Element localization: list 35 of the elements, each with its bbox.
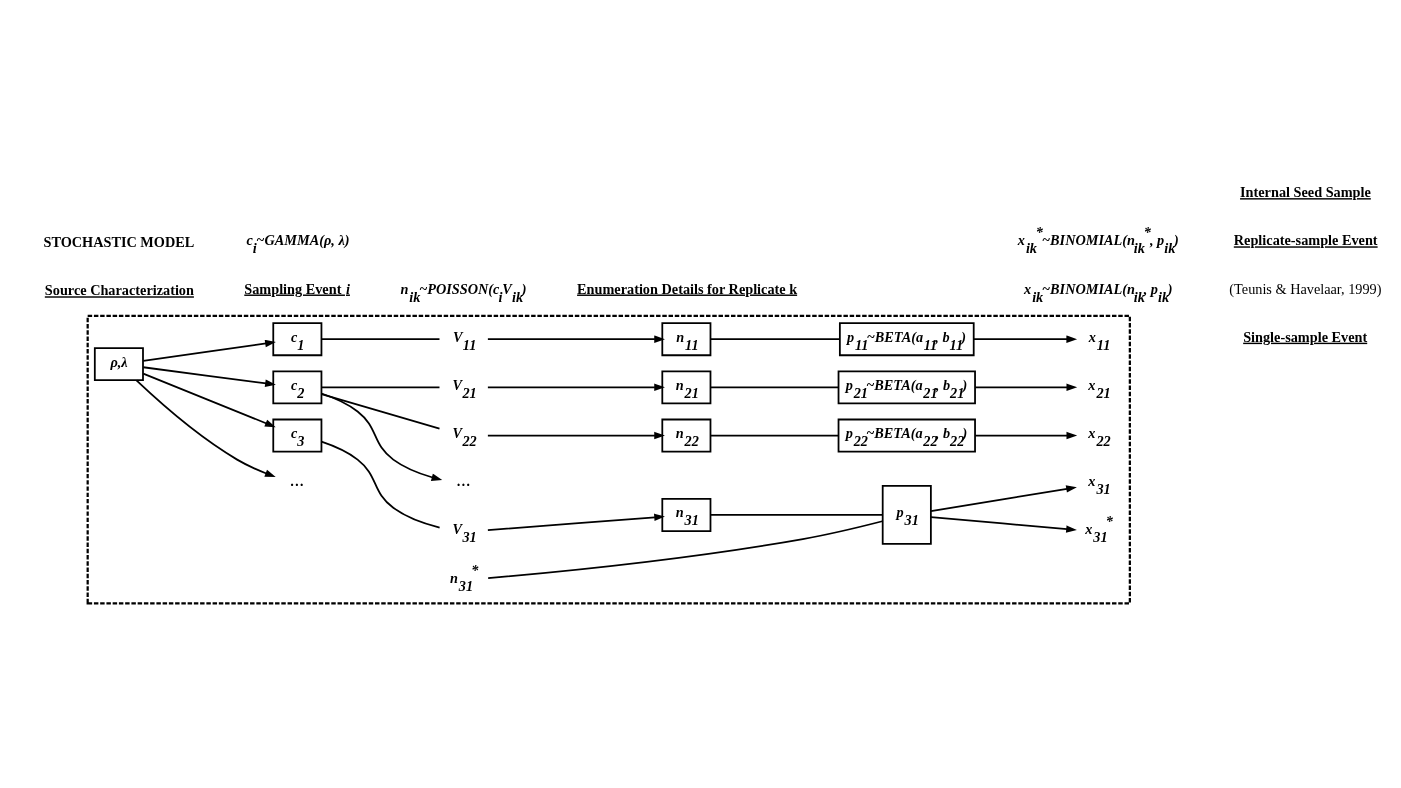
arrow (487, 431, 665, 439)
arrow (487, 334, 665, 343)
connector (320, 385, 441, 388)
connector (709, 434, 840, 436)
label: STOCHASTIC MODEL (43, 233, 195, 250)
connector (320, 337, 441, 340)
label: Single-sample Event (1243, 328, 1368, 345)
connector (320, 392, 441, 430)
label: Replicate-sample Event (1233, 231, 1378, 248)
connector (709, 385, 840, 388)
arrow (142, 365, 276, 387)
node-text: … (456, 472, 471, 489)
label: (Teunis & Havelaar, 1999) (1229, 280, 1382, 297)
connector (709, 337, 841, 340)
arrow (142, 372, 276, 427)
arrow (974, 431, 1078, 439)
arrow (487, 383, 665, 391)
arrow (974, 383, 1078, 391)
connector (709, 513, 884, 516)
node-text: … (290, 472, 305, 489)
arrow (487, 513, 665, 531)
node-box: ρ,λ (93, 346, 144, 381)
arrow (142, 339, 276, 362)
label: Internal Seed Sample (1240, 183, 1371, 200)
label: Source Characterization (44, 281, 194, 298)
arrow (930, 484, 1077, 512)
connector (320, 440, 441, 528)
connector (487, 519, 884, 579)
cluster (86, 314, 1131, 604)
label: Sampling Event i (244, 279, 350, 296)
arrow (930, 515, 1077, 533)
label: Enumeration Details for Replicate k (577, 279, 798, 296)
arrow (135, 379, 276, 477)
arrow (320, 392, 443, 481)
arrow (973, 334, 1078, 343)
